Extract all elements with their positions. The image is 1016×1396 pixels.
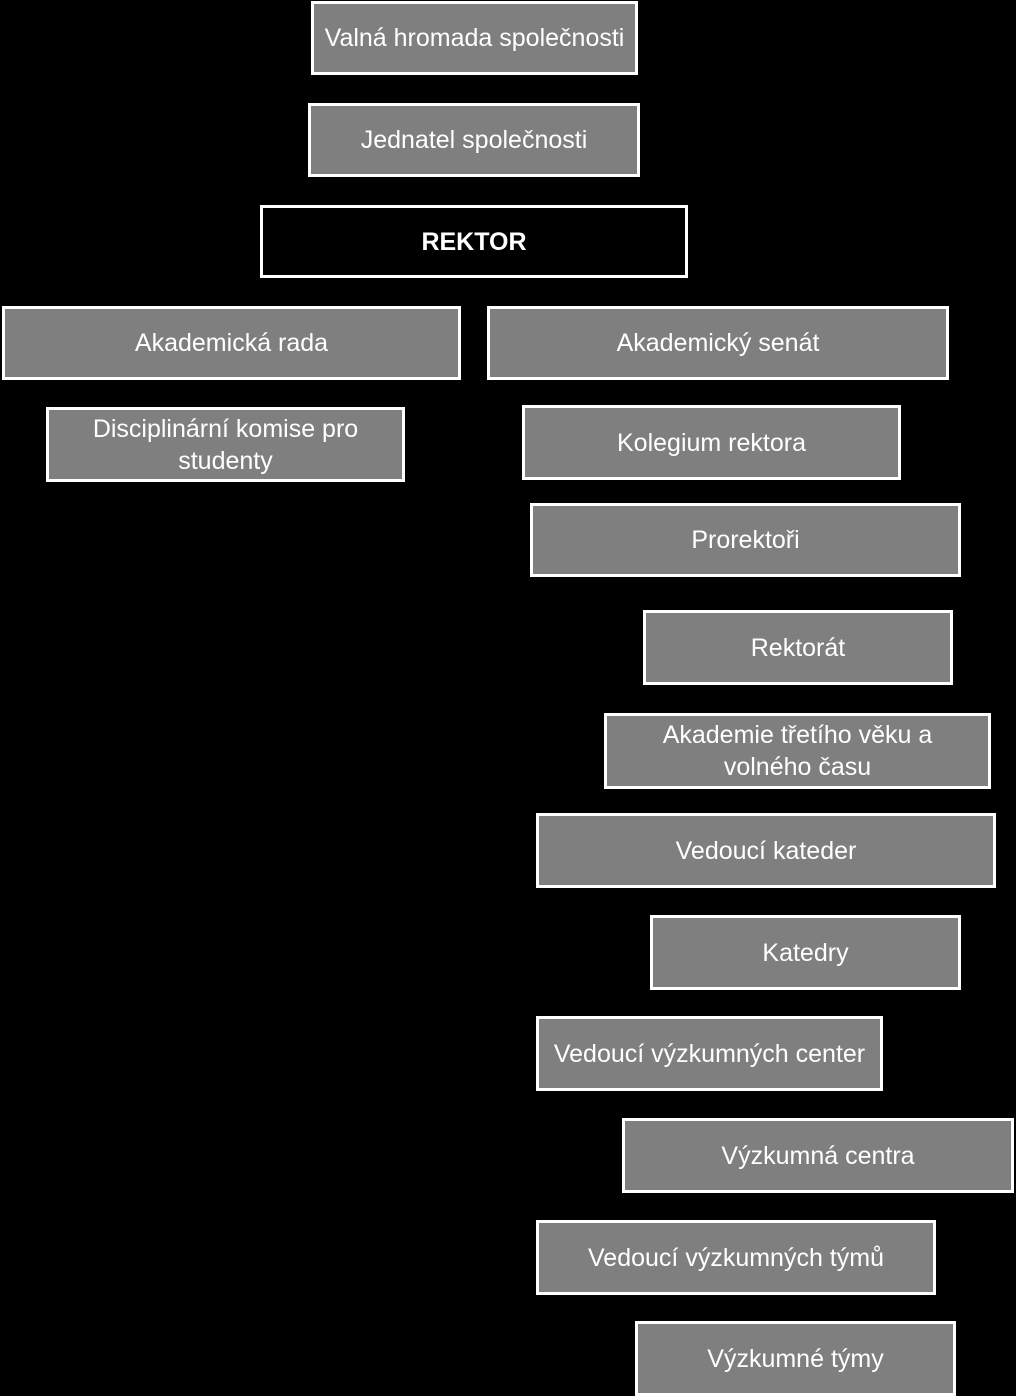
node-jednatel: Jednatel společnosti — [308, 103, 640, 177]
node-label: Vedoucí výzkumných center — [553, 1039, 866, 1068]
node-label: Vedoucí výzkumných týmů — [588, 1243, 884, 1272]
node-vyzkumne-tymy: Výzkumné týmy — [635, 1321, 956, 1396]
node-label: Akademický senát — [616, 329, 820, 357]
node-disciplinarni-komise: Disciplinární komise pro studenty — [46, 407, 405, 482]
node-rektorat: Rektorát — [643, 610, 953, 685]
node-label: Rektorát — [750, 633, 846, 662]
node-akademie-tretiho-veku: Akademie třetího věku a volného času — [604, 713, 991, 789]
node-vedouci-vyzkumnych-center: Vedoucí výzkumných center — [536, 1016, 883, 1091]
node-prorektori: Prorektoři — [530, 503, 961, 577]
node-label: Prorektoři — [691, 526, 800, 554]
node-label: Akademie třetího věku a volného času — [662, 721, 933, 781]
node-label: Katedry — [762, 938, 849, 967]
node-vedouci-vyzkumnych-tymu: Vedoucí výzkumných týmů — [536, 1220, 936, 1295]
node-vedouci-kateder: Vedoucí kateder — [536, 813, 996, 888]
node-akademicka-rada: Akademická rada — [2, 306, 461, 380]
node-akademicky-senat: Akademický senát — [487, 306, 949, 380]
node-label: Valná hromada společnosti — [324, 24, 625, 52]
node-rektor: REKTOR — [260, 205, 688, 278]
node-label: Jednatel společnosti — [360, 126, 588, 154]
node-label: Disciplinární komise pro studenty — [92, 414, 359, 475]
node-label: Kolegium rektora — [617, 428, 806, 457]
node-vyzkumna-centra: Výzkumná centra — [622, 1118, 1014, 1193]
node-valna-hromada: Valná hromada společnosti — [311, 1, 638, 75]
node-kolegium-rektora: Kolegium rektora — [522, 405, 901, 480]
node-katedry: Katedry — [650, 915, 961, 990]
node-label: Výzkumné týmy — [707, 1344, 884, 1373]
node-label: Výzkumná centra — [721, 1141, 915, 1170]
node-label: Akademická rada — [134, 329, 329, 357]
node-label: Vedoucí kateder — [675, 836, 857, 865]
node-label: REKTOR — [421, 227, 527, 256]
